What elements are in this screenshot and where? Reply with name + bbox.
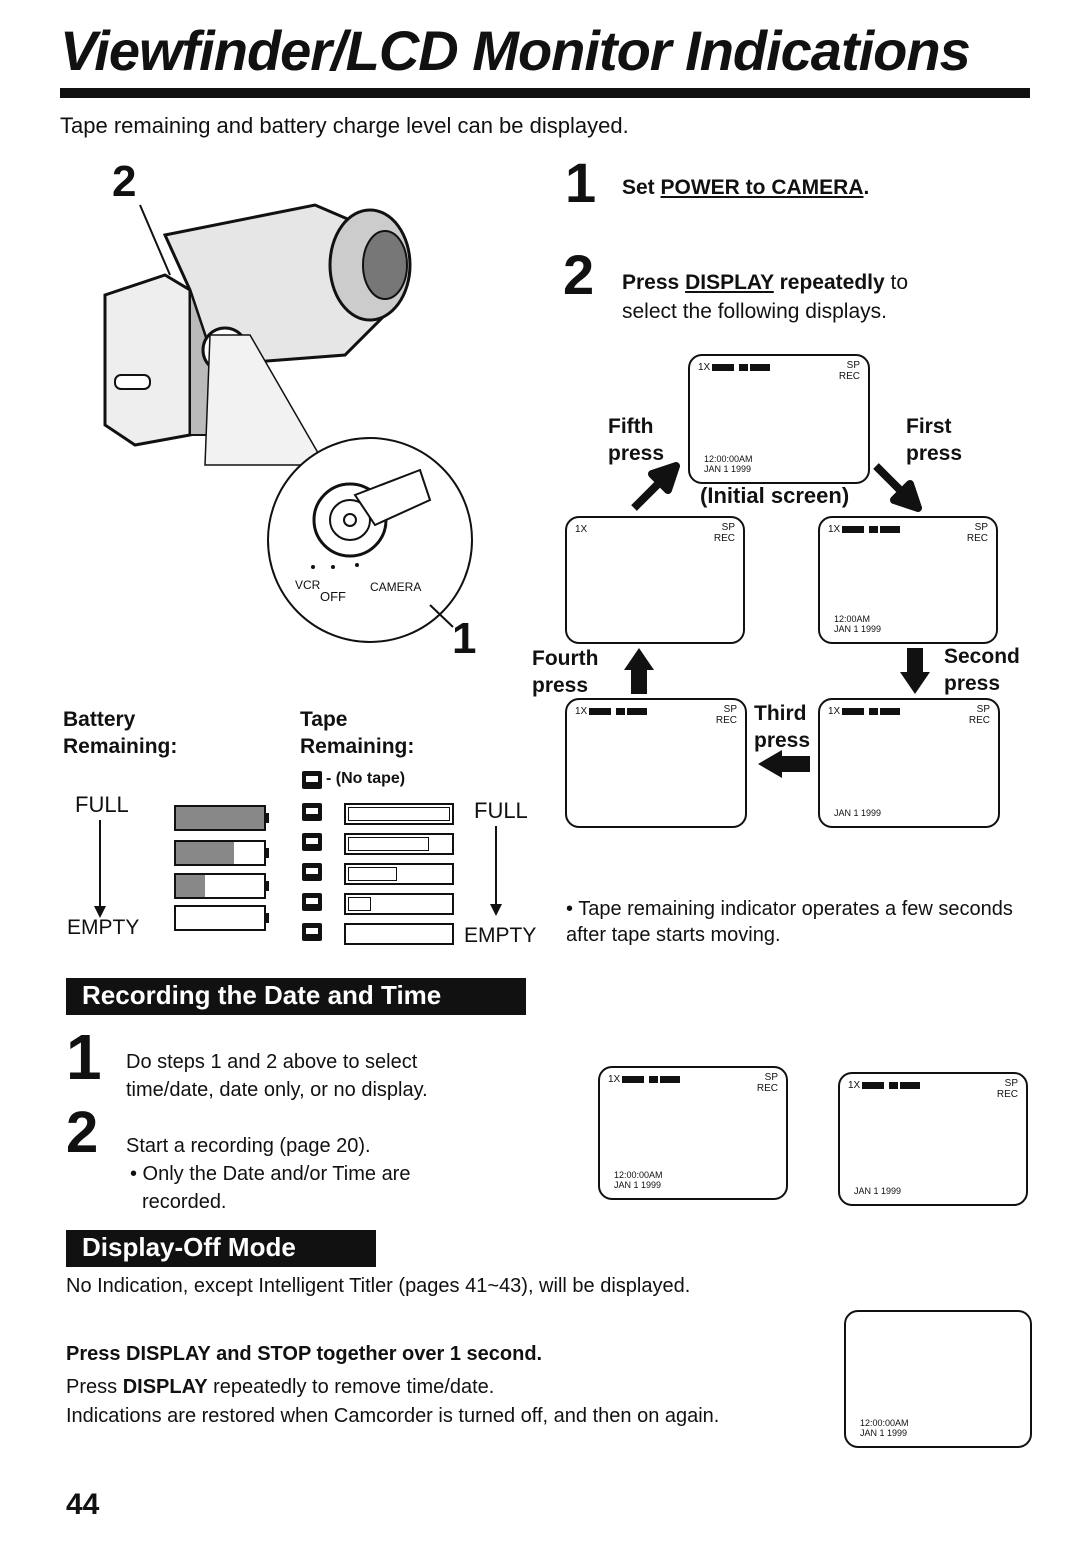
step-2-text: Press DISPLAY repeatedly to bbox=[622, 271, 909, 294]
camcorder-illustration bbox=[103, 203, 473, 643]
recording-step-2-number: 2 bbox=[66, 1100, 99, 1165]
cassette-icon bbox=[302, 863, 322, 881]
recording-heading: Recording the Date and Time bbox=[66, 978, 526, 1015]
battery-cap bbox=[264, 813, 269, 823]
battery-cap bbox=[264, 848, 269, 858]
display-off-heading: Display-Off Mode bbox=[66, 1230, 376, 1267]
tape-fill bbox=[348, 867, 397, 881]
recording-step-2-text: Start a recording (page 20). bbox=[126, 1135, 371, 1157]
display-off-instruction: Press DISPLAY and STOP together over 1 s… bbox=[66, 1343, 543, 1365]
battery-empty-label: EMPTY bbox=[67, 916, 140, 939]
tape-fill bbox=[348, 897, 371, 911]
switch-camera-label: CAMERA bbox=[370, 580, 422, 594]
page-number: 44 bbox=[66, 1488, 100, 1521]
step-1-text: Set POWER to CAMERA. bbox=[622, 176, 870, 199]
callout-1: 1 bbox=[452, 614, 477, 663]
screen-indicators: 1X bbox=[698, 362, 771, 373]
arrow-first-icon bbox=[873, 463, 922, 512]
cassette-icon bbox=[302, 803, 322, 821]
display-off-para2: Press DISPLAY repeatedly to remove time/… bbox=[66, 1376, 495, 1398]
tape-full-label: FULL bbox=[474, 798, 528, 823]
title-rule bbox=[60, 88, 1030, 98]
switch-vcr-label: VCR bbox=[295, 578, 321, 592]
display-off-para1: No Indication, except Intelligent Titler… bbox=[66, 1275, 691, 1297]
battery-fill bbox=[176, 807, 264, 829]
tape-level-icon bbox=[344, 833, 454, 855]
tape-bar-icon bbox=[750, 364, 771, 371]
callout-2: 2 bbox=[112, 157, 137, 206]
tape-empty-label: EMPTY bbox=[464, 924, 537, 947]
cassette-icon bbox=[302, 893, 322, 911]
tape-level-icon bbox=[344, 923, 454, 945]
tape-icon bbox=[739, 364, 749, 371]
intro-text: Tape remaining and battery charge level … bbox=[60, 113, 629, 138]
arrow-fifth-icon bbox=[631, 462, 680, 511]
step-2-text-line2: select the following displays. bbox=[622, 300, 887, 323]
page-title: Viewfinder/LCD Monitor Indications bbox=[60, 19, 971, 82]
arrow-second-icon bbox=[900, 648, 930, 694]
tape-indicator-note: • Tape remaining indicator operates a fe… bbox=[566, 898, 1013, 946]
arrow-third-icon bbox=[758, 750, 810, 778]
tape-level-icon bbox=[344, 863, 454, 885]
no-tape-icon bbox=[302, 771, 322, 789]
battery-full-label: FULL bbox=[75, 792, 129, 817]
no-tape-label: - (No tape) bbox=[326, 770, 406, 787]
cassette-icon bbox=[302, 923, 322, 941]
battery-icon bbox=[712, 364, 735, 371]
battery-level-icon bbox=[174, 873, 266, 899]
arrow-fourth-icon bbox=[624, 648, 654, 694]
battery-fill bbox=[176, 875, 206, 897]
battery-cap bbox=[264, 881, 269, 891]
battery-level-icon bbox=[174, 805, 266, 831]
initial-screen-label: (Initial screen) bbox=[700, 483, 850, 508]
display-off-para3: Indications are restored when Camcorder … bbox=[66, 1405, 720, 1427]
battery-down-arrow-icon bbox=[94, 820, 106, 918]
recording-step-1-number: 1 bbox=[66, 1021, 102, 1093]
step-1-number: 1 bbox=[565, 151, 597, 214]
step-2-number: 2 bbox=[563, 243, 595, 306]
cassette-icon bbox=[302, 833, 322, 851]
tape-fill bbox=[348, 807, 450, 821]
switch-off-label: OFF bbox=[320, 589, 346, 604]
battery-fill bbox=[176, 842, 235, 864]
tape-down-arrow-icon bbox=[490, 826, 502, 916]
tape-fill bbox=[348, 837, 429, 851]
tape-level-icon bbox=[344, 893, 454, 915]
battery-level-icon bbox=[174, 840, 266, 866]
battery-level-icon bbox=[174, 905, 266, 931]
battery-cap bbox=[264, 913, 269, 923]
tape-level-icon bbox=[344, 803, 454, 825]
